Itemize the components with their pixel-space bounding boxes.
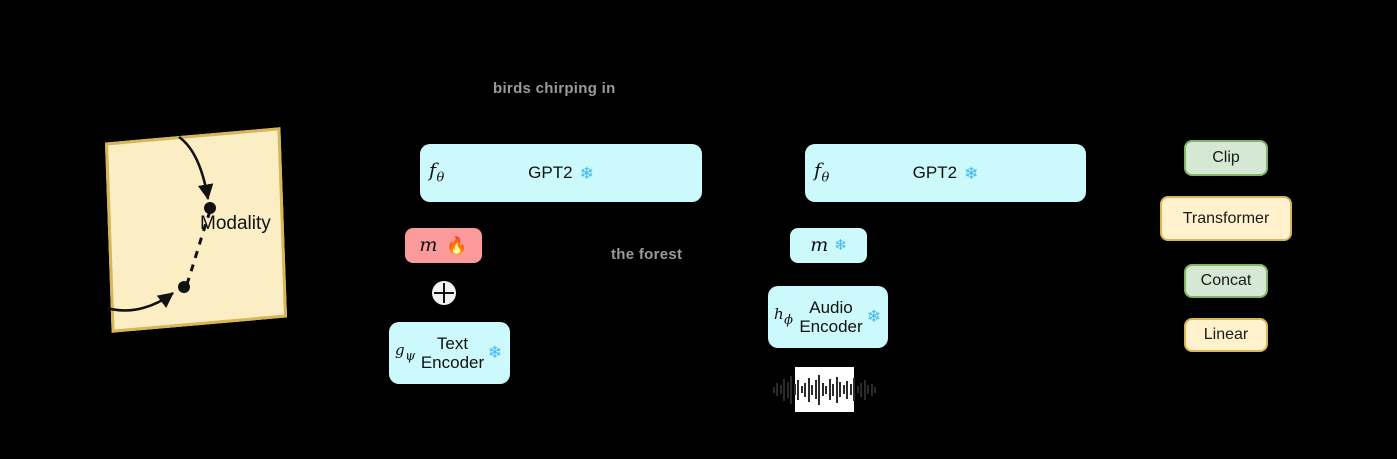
waveform-bar [832,383,835,396]
waveform-bar [846,380,849,399]
waveform-bar [797,379,800,400]
legend-item-concat[interactable]: Concat [1184,264,1268,298]
waveform-bar [804,382,807,397]
waveform-bar [783,378,786,401]
text-gpt2-label: GPT2 [528,163,573,183]
modality-arrow-top [178,135,214,201]
waveform-bar [828,379,831,400]
waveform-bar [842,385,845,394]
flame-icon: 🔥 [446,236,468,255]
waveform-bar [790,375,793,404]
text-gpt2-symbol: fθ [429,159,445,186]
waveform-bar [807,377,810,402]
waveform-bar [863,379,866,400]
audio-gpt2-label: GPT2 [912,163,958,183]
waveform-bar [825,385,828,394]
snowflake-icon: ❄ [964,163,979,183]
legend-label-linear: Linear [1203,326,1249,343]
legend-label-concat: Concat [1200,272,1252,289]
waveform-bar [800,386,803,393]
waveform-bar [874,386,877,393]
modality-point-lower [178,281,190,293]
caption-birds-chirping-in: birds chirping in [493,80,616,97]
legend-item-clip[interactable]: Clip [1184,140,1268,176]
audio-adapter-symbol: m [810,234,829,256]
legend-label-clip: Clip [1212,149,1240,166]
legend-item-transformer[interactable]: Transformer [1160,196,1292,241]
waveform-bar [870,383,873,396]
text-encoder-label: Text Encoder [420,333,485,372]
waveform-bar [793,384,796,395]
oplus-icon [432,281,456,305]
waveform-bar [786,381,789,398]
text-adapter-symbol: m [419,234,438,256]
modality-label: Modality [200,213,271,234]
waveform-bar [776,383,779,396]
text-adapter-block[interactable]: m 🔥 [405,228,482,263]
modality-dashed-connector [185,210,212,285]
caption-the-forest: the forest [611,246,683,263]
waveform-bar [814,380,817,399]
modality-panel: Modality [105,127,287,333]
waveform-bars [772,373,877,407]
waveform-bar [853,378,856,401]
text-encoder-symbol: gψ [395,341,416,364]
modality-arrow-bottom [106,291,174,312]
audio-encoder-symbol: hϕ [774,305,794,328]
audio-gpt2-block[interactable]: fθ GPT2 ❄ [805,144,1086,202]
audio-adapter-block[interactable]: m ❄ [790,228,867,263]
modality-point-upper [204,202,216,214]
legend-item-linear[interactable]: Linear [1184,318,1268,352]
waveform-bar [811,384,814,395]
waveform-bar [818,374,821,405]
waveform-bar [779,385,782,394]
waveform-bar [839,382,842,397]
snowflake-icon: ❄ [866,307,881,326]
waveform-bar [867,385,870,394]
snowflake-icon: ❄ [579,163,594,183]
text-encoder-block[interactable]: gψ Text Encoder ❄ [389,322,510,384]
snowflake-icon: ❄ [487,343,502,362]
waveform-bar [856,386,859,393]
audio-encoder-label: Audio Encoder [799,297,863,336]
audio-waveform-thumbnail [772,367,877,412]
waveform-bar [860,382,863,397]
audio-gpt2-symbol: fθ [814,159,830,186]
waveform-bar [835,376,838,403]
modality-manifold-graphic [106,135,216,312]
audio-encoder-block[interactable]: hϕ Audio Encoder ❄ [768,286,888,348]
snowflake-icon: ❄ [834,237,847,254]
legend-label-transformer: Transformer [1182,209,1270,227]
waveform-bar [849,384,852,395]
text-gpt2-block[interactable]: fθ GPT2 ❄ [420,144,702,202]
waveform-bar [821,383,824,396]
waveform-bar [772,386,775,393]
